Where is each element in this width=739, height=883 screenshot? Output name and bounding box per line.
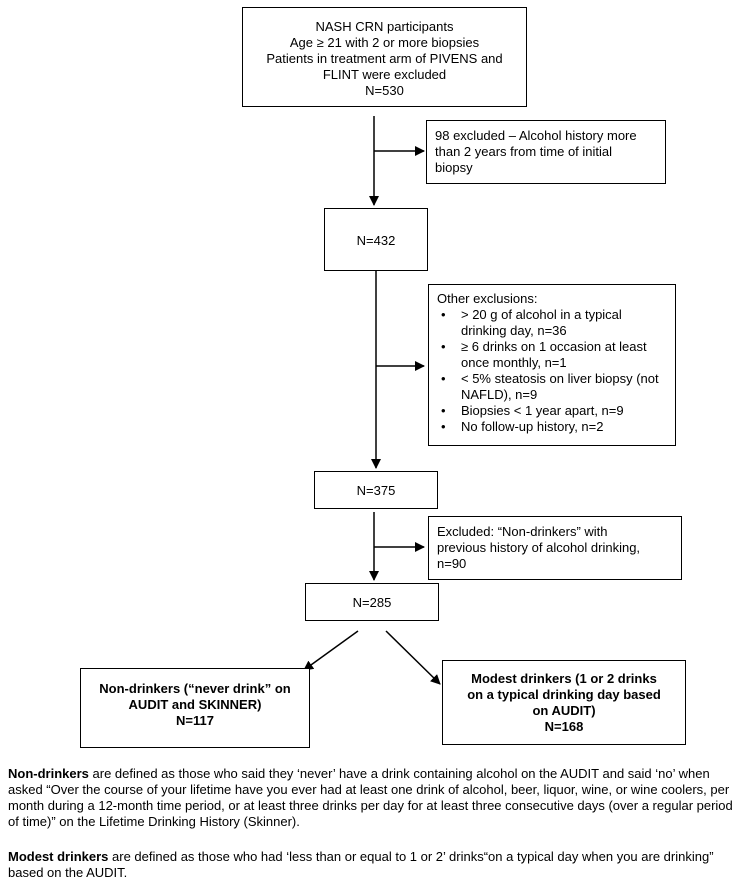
- arrow-285-to-non-drinkers: [303, 630, 359, 671]
- exclusion-item: Biopsies < 1 year apart, n=9: [437, 403, 667, 419]
- modest-drinkers-box: Modest drinkers (1 or 2 drinks on a typi…: [442, 660, 686, 745]
- non-drinkers-definition-text: are defined as those who said they ‘neve…: [8, 766, 733, 829]
- n375-count: N=375: [356, 483, 396, 498]
- modest-drinkers-line-3: on AUDIT): [532, 703, 596, 718]
- exclusion-item: < 5% steatosis on liver biopsy (not NAFL…: [437, 371, 667, 403]
- non-drinkers-excluded-line-1: Excluded: “Non-drinkers” with: [437, 524, 608, 539]
- non-drinkers-term: Non-drinkers: [8, 766, 89, 781]
- participants-count: N=530: [365, 83, 404, 98]
- n375-box: N=375: [314, 471, 438, 509]
- other-exclusions-list: > 20 g of alcohol in a typical drinking …: [437, 307, 667, 435]
- modest-drinkers-count: N=168: [544, 719, 584, 734]
- other-exclusions-title: Other exclusions:: [437, 291, 538, 306]
- n285-box: N=285: [305, 583, 439, 621]
- non-drinkers-definition: Non-drinkers are defined as those who sa…: [8, 766, 736, 830]
- participants-line-2: Age ≥ 21 with 2 or more biopsies: [289, 35, 480, 50]
- n432-count: N=432: [356, 233, 396, 248]
- n432-box: N=432: [324, 208, 428, 271]
- excluded-98-line-2: than 2 years from time of initial: [435, 144, 613, 159]
- modest-drinkers-line-1: Modest drinkers (1 or 2 drinks: [471, 671, 657, 686]
- non-drinkers-line-2: AUDIT and SKINNER): [128, 697, 262, 712]
- modest-drinkers-definition-text: are defined as those who had ‘less than …: [8, 849, 714, 880]
- non-drinkers-excluded-line-3: n=90: [437, 556, 467, 571]
- modest-drinkers-line-2: on a typical drinking day based: [467, 687, 661, 702]
- participants-line-4: FLINT were excluded: [322, 67, 447, 82]
- exclusion-item: ≥ 6 drinks on 1 occasion at least once m…: [437, 339, 667, 371]
- non-drinkers-excluded-box: Excluded: “Non-drinkers” with previous h…: [428, 516, 682, 580]
- excluded-98-line-3: biopsy: [435, 160, 473, 175]
- modest-drinkers-term: Modest drinkers: [8, 849, 109, 864]
- other-exclusions-box: Other exclusions: > 20 g of alcohol in a…: [428, 284, 676, 446]
- modest-drinkers-definition: Modest drinkers are defined as those who…: [8, 849, 736, 881]
- participants-box: NASH CRN participants Age ≥ 21 with 2 or…: [242, 7, 527, 107]
- exclusion-item: > 20 g of alcohol in a typical drinking …: [437, 307, 667, 339]
- non-drinkers-box: Non-drinkers (“never drink” on AUDIT and…: [80, 668, 310, 748]
- excluded-98-box: 98 excluded – Alcohol history more than …: [426, 120, 666, 184]
- non-drinkers-excluded-line-2: previous history of alcohol drinking,: [437, 540, 641, 555]
- non-drinkers-count: N=117: [176, 713, 214, 728]
- participants-line-1: NASH CRN participants: [315, 19, 454, 34]
- exclusion-item: No follow-up history, n=2: [437, 419, 667, 435]
- arrow-285-to-modest-drinkers: [385, 630, 441, 685]
- participants-line-3: Patients in treatment arm of PIVENS and: [266, 51, 503, 66]
- excluded-98-line-1: 98 excluded – Alcohol history more: [435, 128, 637, 143]
- non-drinkers-line-1: Non-drinkers (“never drink” on: [99, 681, 291, 696]
- n285-count: N=285: [352, 595, 392, 610]
